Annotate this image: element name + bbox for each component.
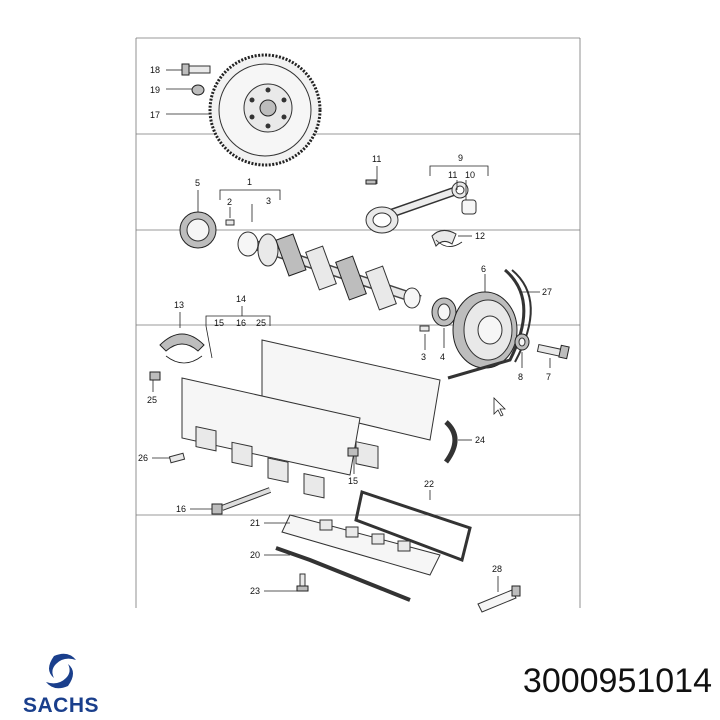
- callout-label: 3: [266, 196, 271, 206]
- callout-label: 22: [424, 479, 434, 489]
- callout-label: 21: [250, 518, 260, 528]
- flywheel: [208, 53, 322, 167]
- callout-label: 1: [247, 177, 252, 187]
- callout-label: 8: [518, 372, 523, 382]
- pulley-bolt: [536, 343, 570, 360]
- callout-label: 27: [542, 287, 552, 297]
- callout-label: 17: [150, 110, 160, 120]
- washer: [514, 333, 530, 351]
- small-end-bush: [461, 199, 477, 215]
- callout-label: 19: [150, 85, 160, 95]
- brand-name: SACHS: [22, 694, 99, 717]
- pulley: [452, 291, 518, 369]
- crankcase-lower: [181, 377, 361, 499]
- key: [419, 325, 430, 332]
- callout-label: 9: [458, 153, 463, 163]
- sealant-tube: [477, 585, 521, 613]
- callout-label: 14: [236, 294, 246, 304]
- oil-jet: [149, 371, 161, 381]
- front-seal: [431, 297, 457, 327]
- callout-label: 28: [492, 564, 502, 574]
- oil-baffle: [281, 514, 441, 576]
- callout-label: 16: [236, 318, 246, 328]
- brand-logo: SACHS: [6, 648, 116, 718]
- connecting-rod: [365, 179, 469, 234]
- callout-label: 20: [250, 550, 260, 560]
- alignment-pin: [168, 452, 186, 464]
- callout-label: 15: [214, 318, 224, 328]
- leader-lines: [152, 69, 551, 592]
- callout-label: 23: [250, 586, 260, 596]
- callout-label: 10: [465, 170, 475, 180]
- crankcase-bolt: [211, 487, 272, 515]
- rear-seal: [179, 211, 217, 249]
- plug: [347, 447, 359, 457]
- callout-label: 25: [256, 318, 266, 328]
- rod-bearing-shells: [431, 230, 463, 247]
- callout-label: 11: [372, 154, 381, 164]
- callout-label: 15: [348, 476, 358, 486]
- screw: [296, 573, 309, 592]
- callout-label: 18: [150, 65, 160, 75]
- spacer-bush: [191, 84, 205, 96]
- callout-label: 12: [475, 231, 485, 241]
- callout-label: 5: [195, 178, 200, 188]
- sachs-logo-icon: [46, 653, 76, 689]
- callout-label: 13: [174, 300, 184, 310]
- callout-label: 16: [176, 504, 186, 514]
- callout-label: 26: [138, 453, 148, 463]
- callout-label: 3: [421, 352, 426, 362]
- callout-label: 25: [147, 395, 157, 405]
- callout-label: 7: [546, 372, 551, 382]
- part-number: 3000951014: [522, 662, 712, 700]
- callout-labels: 18 19 17 11 9 11 10 5 1 2 3 12 6 27 13 1…: [138, 65, 552, 596]
- callout-label: 6: [481, 264, 486, 274]
- callout-label: 11: [448, 170, 457, 180]
- flywheel-bolt: [181, 63, 211, 76]
- crankshaft: [237, 231, 422, 311]
- callout-label: 24: [475, 435, 485, 445]
- dowel-pin: [225, 219, 235, 226]
- sealing-strip: [275, 546, 411, 602]
- cursor-arrow-icon: [493, 397, 506, 417]
- callout-label: 2: [227, 197, 232, 207]
- callout-label: 4: [440, 352, 445, 362]
- main-bearing-shell: [159, 333, 205, 364]
- thrust-washer: [443, 420, 458, 464]
- oil-pan-gasket: [354, 490, 472, 562]
